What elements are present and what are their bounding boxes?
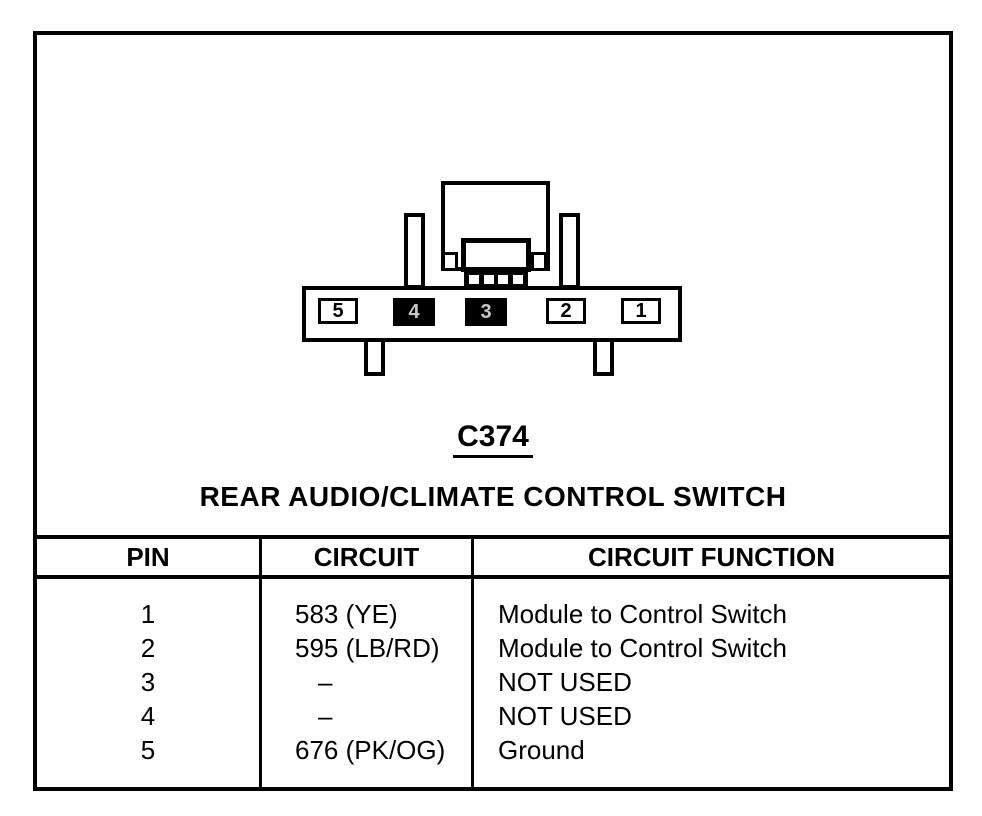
column-header-circuit: CIRCUIT bbox=[262, 539, 474, 575]
circuit-cell: 583 (YE) bbox=[295, 599, 398, 629]
table-body: 1 2 3 4 5 583 (YE) 595 (LB/RD) – – 676 (… bbox=[37, 579, 949, 787]
latch-teeth bbox=[464, 272, 528, 287]
pin-box-5: 5 bbox=[318, 298, 358, 324]
pin-cell: 3 bbox=[140, 667, 156, 697]
circuit-cell: – bbox=[318, 701, 333, 731]
connector-diagram: 5 4 3 2 1 bbox=[37, 35, 949, 535]
pin-column: 1 2 3 4 5 bbox=[37, 579, 262, 787]
circuit-column: 583 (YE) 595 (LB/RD) – – 676 (PK/OG) bbox=[262, 579, 474, 787]
pin-label: 1 bbox=[635, 299, 647, 322]
latch-tooth bbox=[468, 275, 479, 284]
connector-latch bbox=[461, 238, 531, 272]
pin-label: 5 bbox=[332, 299, 344, 322]
connector-top-tab-right bbox=[559, 213, 580, 289]
connector-id: C374 bbox=[37, 420, 949, 458]
pin-cell: 2 bbox=[140, 633, 156, 663]
pin-cell: 1 bbox=[140, 599, 156, 629]
connector-bottom-tab-left bbox=[364, 338, 385, 376]
pin-label: 2 bbox=[560, 299, 572, 322]
pin-cell: 5 bbox=[140, 735, 156, 765]
pin-label: 3 bbox=[480, 300, 492, 323]
latch-tooth bbox=[498, 275, 509, 284]
circuit-function-column: Module to Control Switch Module to Contr… bbox=[474, 579, 949, 787]
connector-id-text: C374 bbox=[453, 420, 533, 458]
circuit-function-cell: NOT USED bbox=[498, 701, 632, 731]
circuit-function-cell: NOT USED bbox=[498, 667, 632, 697]
pin-box-2: 2 bbox=[546, 298, 586, 324]
pin-box-3: 3 bbox=[465, 298, 507, 326]
pin-box-4: 4 bbox=[393, 298, 435, 326]
column-header-circuit-function: CIRCUIT FUNCTION bbox=[588, 541, 835, 572]
pin-label: 4 bbox=[408, 300, 420, 323]
pinout-table: PIN CIRCUIT CIRCUIT FUNCTION 1 2 3 4 5 5… bbox=[37, 535, 949, 787]
table-header-row: PIN CIRCUIT CIRCUIT FUNCTION bbox=[37, 539, 949, 579]
diagram-title: REAR AUDIO/CLIMATE CONTROL SWITCH bbox=[199, 481, 787, 512]
latch-tooth bbox=[483, 275, 494, 284]
circuit-cell: 595 (LB/RD) bbox=[295, 633, 440, 663]
circuit-function-cell: Ground bbox=[498, 735, 585, 765]
column-header-pin: PIN bbox=[37, 539, 262, 575]
connector-top-tab-left bbox=[404, 213, 425, 289]
pin-cell: 4 bbox=[140, 701, 156, 731]
latch-tooth bbox=[513, 275, 524, 284]
circuit-function-cell: Module to Control Switch bbox=[498, 599, 788, 629]
housing-notch-left bbox=[442, 252, 458, 271]
circuit-cell: – bbox=[318, 667, 333, 697]
connector-body: 5 4 3 2 1 bbox=[302, 286, 682, 342]
pin-box-1: 1 bbox=[621, 298, 661, 324]
circuit-cell: 676 (PK/OG) bbox=[295, 735, 446, 765]
connector-bottom-tab-right bbox=[593, 338, 614, 376]
circuit-function-cell: Module to Control Switch bbox=[498, 633, 788, 663]
page-frame: 5 4 3 2 1 C374 REAR AUDIO/CLIMATE CONTRO… bbox=[33, 31, 953, 791]
housing-notch-right bbox=[531, 252, 547, 271]
